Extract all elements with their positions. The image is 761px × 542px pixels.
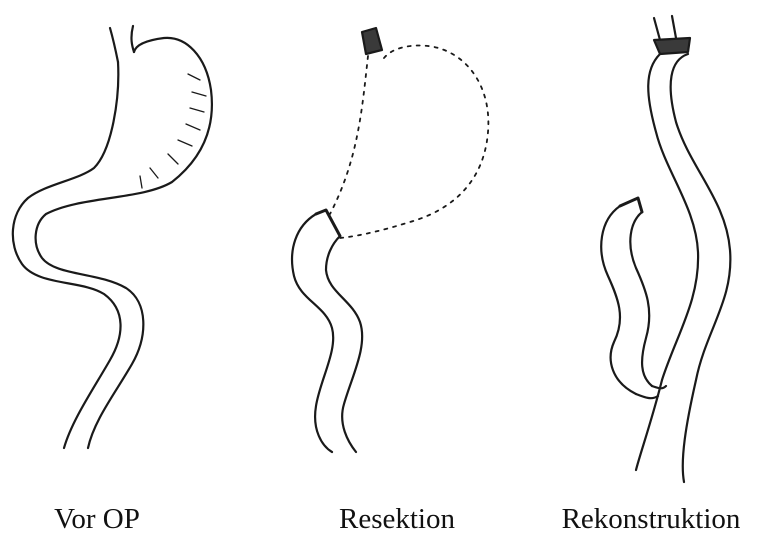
esophagus [654, 16, 676, 40]
esophagus [110, 26, 134, 62]
duodenal-stump [620, 198, 642, 212]
duodenum [292, 214, 362, 452]
panel-resection [292, 28, 488, 452]
jejunojejunostomy [636, 386, 666, 398]
label-rekonstruktion: Rekonstruktion [562, 505, 741, 534]
removed-stomach [330, 46, 488, 239]
duodenal-limb [601, 198, 652, 394]
label-vor-op: Vor OP [54, 505, 140, 534]
stomach [13, 38, 212, 448]
duodenum-stump [316, 210, 340, 236]
jejunal-limb [636, 54, 730, 482]
esophagus-stump [362, 28, 382, 54]
panel-before-op [13, 26, 212, 448]
panel-reconstruction [601, 16, 730, 482]
anastomosis-top [654, 38, 690, 54]
stomach-rugae [140, 74, 206, 188]
label-resektion: Resektion [339, 505, 455, 534]
